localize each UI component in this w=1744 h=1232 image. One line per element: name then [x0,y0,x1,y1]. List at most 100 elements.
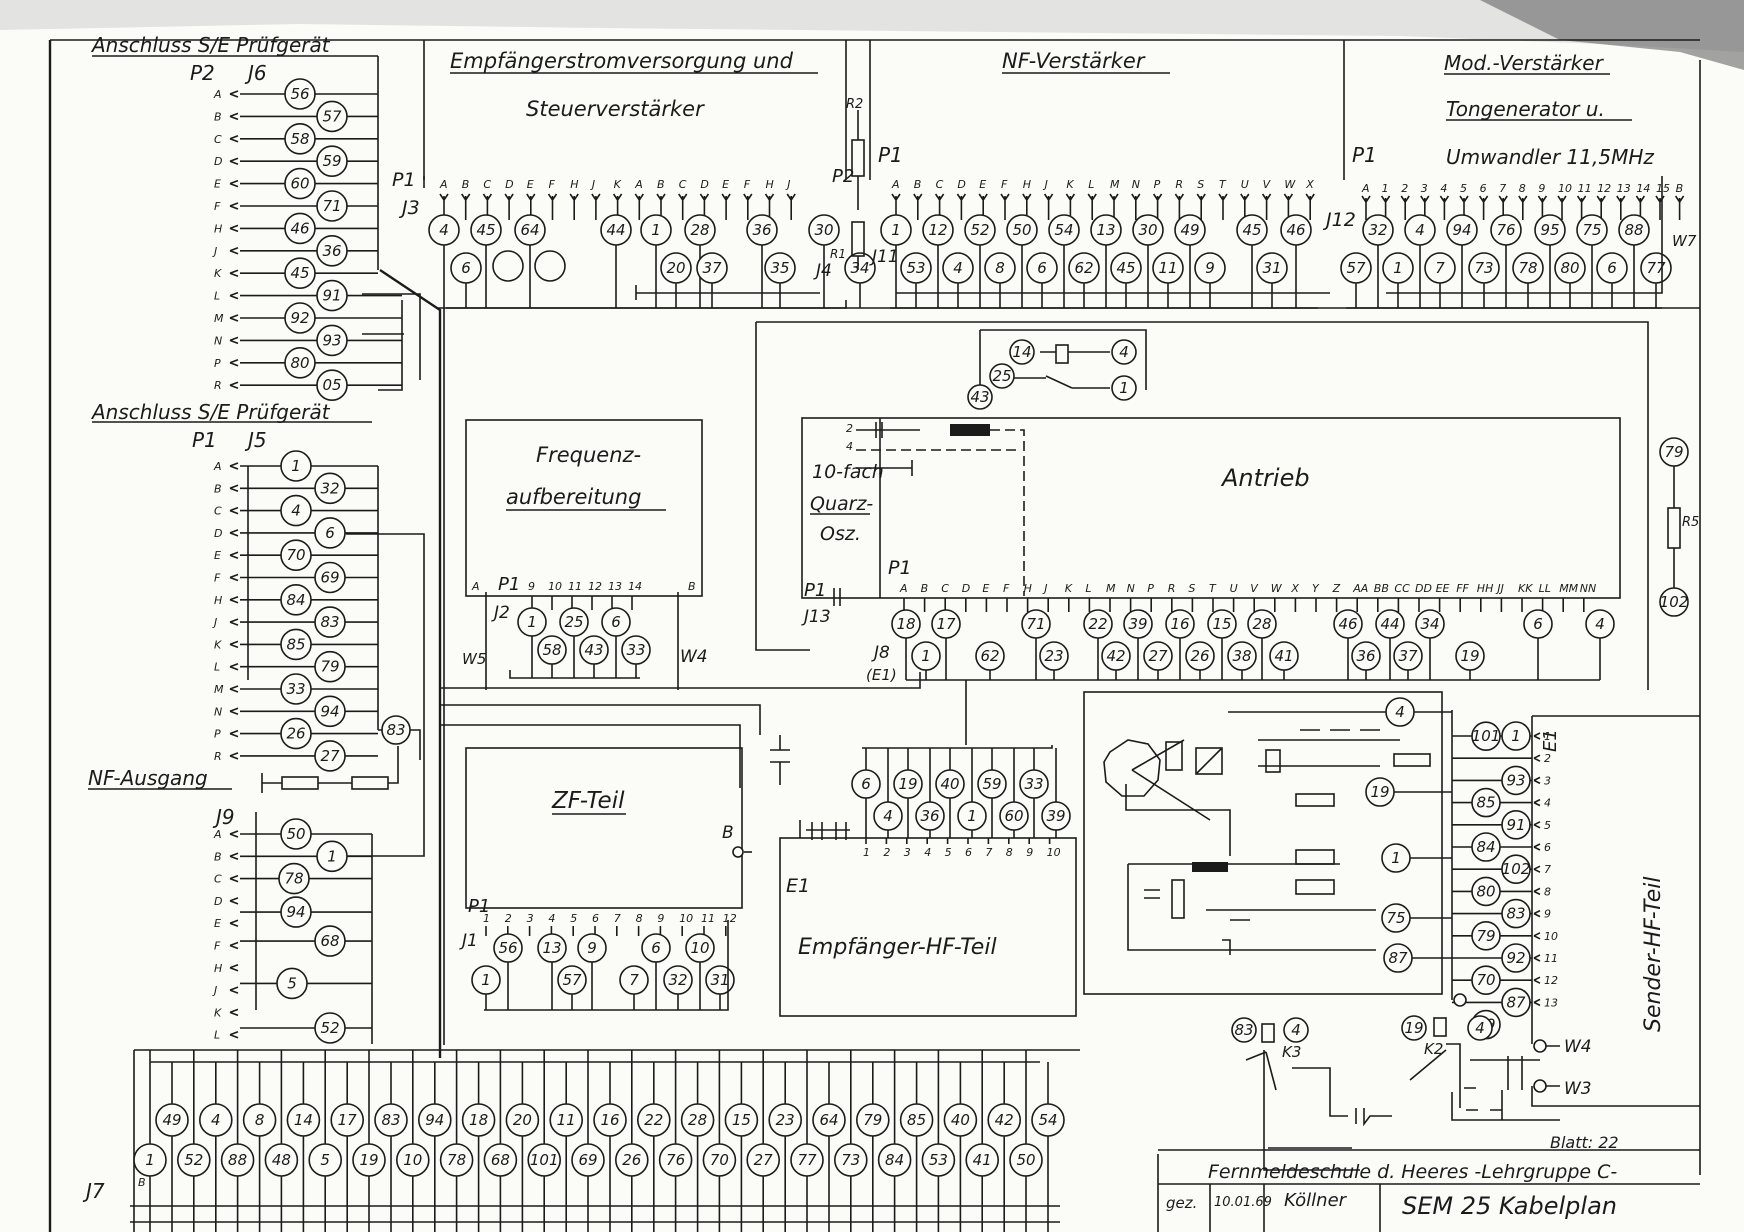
j6-wire-3: 59 [316,145,348,177]
j11-wire-top-4-number: 54 [1054,221,1073,239]
r5-wire-top-number: 79 [1664,443,1683,461]
j8-wire-top-9: 44 [1375,609,1405,639]
j6-wire-9: 91 [316,279,348,312]
j8-wire-bottom-2: 23 [1039,641,1069,671]
e1-wire-right-6: 87 [1501,987,1531,1018]
j11-wire-top-0-number: 1 [891,221,901,239]
j11-wire-top-7-number: 49 [1180,221,1199,239]
j7-row2-wire-1-number: 52 [184,1151,203,1169]
j2-label: J2 [491,603,510,623]
j2-wire-bottom-1: 43 [579,635,609,665]
j3-wire-top-5: 28 [684,214,716,246]
j8-wire-top-7-number: 28 [1252,615,1271,633]
ehf-wire-top-3-number: 59 [982,775,1001,793]
psu-title-line1: Empfängerstromversorgung und [450,49,794,73]
drive-box-wire-1-number: 19 [1370,783,1389,801]
j5-wire-1-number: 32 [320,479,339,497]
j11-wire-top-9-number: 46 [1286,221,1305,239]
j1-wire-bottom-4-number: 31 [710,971,729,989]
j11-pin-6: H [1023,178,1031,191]
j7-label: J7 [82,1179,105,1203]
j3-pin-12: D [700,178,708,191]
e1-wire-right-0: 1 [1501,721,1531,751]
e1-wire-left-2: 84 [1471,832,1501,862]
j11-pin-18: W [1284,178,1296,191]
w4-freq-label: W4 [680,647,708,667]
e1-pin-2: 3 [1544,774,1551,787]
j11-label: J11 [869,247,899,267]
e1-wire-left-4-number: 79 [1476,927,1495,945]
j11-pin-7: J [1043,178,1048,191]
j8-wire-bottom-0: 1 [911,641,941,671]
mod-title-line2: Tongenerator u. [1446,97,1605,121]
j7-row2-wire-6: 10 [395,1143,430,1177]
j7-row1-wire-18: 40 [943,1103,978,1137]
j11-wire-top-2: 52 [964,214,996,246]
e1-wire-right-1-number: 93 [1506,771,1525,789]
j7-row2-wire-7: 78 [439,1143,474,1177]
j3-wire-bottom-1-number: 20 [666,259,685,277]
j12-wire-top-3-number: 76 [1496,221,1515,239]
j5-pin-A: A [213,460,222,473]
j8-wire-top-1-number: 17 [936,615,956,633]
j11-wire-bottom-0-number: 53 [906,259,925,277]
j7-row1-wire-16: 79 [855,1103,890,1137]
j8-wire-top-0: 18 [891,609,921,639]
j7-row1-wire-9: 11 [549,1103,584,1137]
j3-pin-7: J [590,178,595,191]
j7-row1-wire-20: 54 [1031,1103,1065,1137]
j11-wire-top-9: 46 [1280,214,1312,246]
j8-wire-bottom-7: 41 [1269,641,1299,671]
j12-wire-bottom-7: 77 [1640,252,1672,284]
relay-top-wire-1: 4 [1111,339,1137,365]
j3-wire-top-1: 45 [470,214,502,246]
j7-row2-wire-8: 68 [483,1143,518,1177]
j7-row1-wire-1: 4 [199,1103,233,1137]
drawing-date: 10.01.69 [1214,1195,1272,1210]
j9-wire-4-number: 68 [320,932,339,950]
j5-wire-11-number: 94 [320,702,339,720]
sheet-number: Blatt: 22 [1550,1133,1619,1152]
j11-pin-10: M [1110,178,1120,191]
r2-label: R2 [846,97,863,112]
j7-row1-wire-15-number: 64 [819,1111,838,1129]
j11-pin-8: K [1066,178,1074,191]
j11-wire-top-1: 12 [922,214,954,246]
j8-wire-top-2-number: 71 [1026,615,1045,633]
j3-pin-15: H [766,178,774,191]
j8-pin-17: V [1250,582,1259,595]
j6-pin-K: K [214,267,222,280]
j9-wire-5: 5 [276,967,308,1000]
j6-wire-12-number: 80 [290,354,309,372]
nf-amp-title: NF-Verstärker [1002,49,1146,73]
j5-pin-K: K [214,638,222,651]
j5-wire-8-number: 85 [286,635,305,653]
e1-connector: E1 Sender-HF-Teil 1234567891011121310185… [1451,710,1700,1040]
j8-wire-bottom-0-number: 1 [921,647,931,665]
j12-wire-bottom-4-number: 78 [1518,259,1537,277]
j12-wire-top-1: 4 [1404,214,1436,246]
j8-wire-top-0-number: 18 [896,615,915,633]
j5-wire-7: 83 [314,606,346,638]
j7-row1-wire-14-number: 23 [776,1111,795,1129]
ehf-wire-bottom-4: 39 [1041,801,1071,831]
j7-row2-wire-15: 77 [790,1143,824,1177]
j1-wire-top-3-number: 6 [651,939,661,957]
top-modules: Empfängerstromversorgung und Steuerverst… [392,40,1697,309]
j8-wire-top-9-number: 44 [1380,615,1399,633]
j9-wire-0-number: 50 [286,825,305,843]
j12-wire-top-0-number: 32 [1368,221,1387,239]
e1-wire-left-2-number: 84 [1476,838,1495,856]
j7-row1-wire-3: 14 [286,1103,321,1137]
j7-row2-wire-14: 27 [746,1143,781,1177]
j5-pin-D: D [214,527,222,540]
quartz-label-line2: Quarz- [810,493,873,515]
ehf-wire-top-1-number: 19 [898,775,917,793]
j8-wire-bottom-4-number: 27 [1148,647,1168,665]
ehf-pin-5: 6 [965,846,972,859]
j8-pin-16: U [1230,582,1238,595]
j8-wire-top-4: 39 [1123,609,1153,639]
j8-label: J8 [871,643,890,663]
j8-wire-bottom-1: 62 [975,641,1005,671]
j1-wire-bottom-3: 32 [663,965,693,995]
